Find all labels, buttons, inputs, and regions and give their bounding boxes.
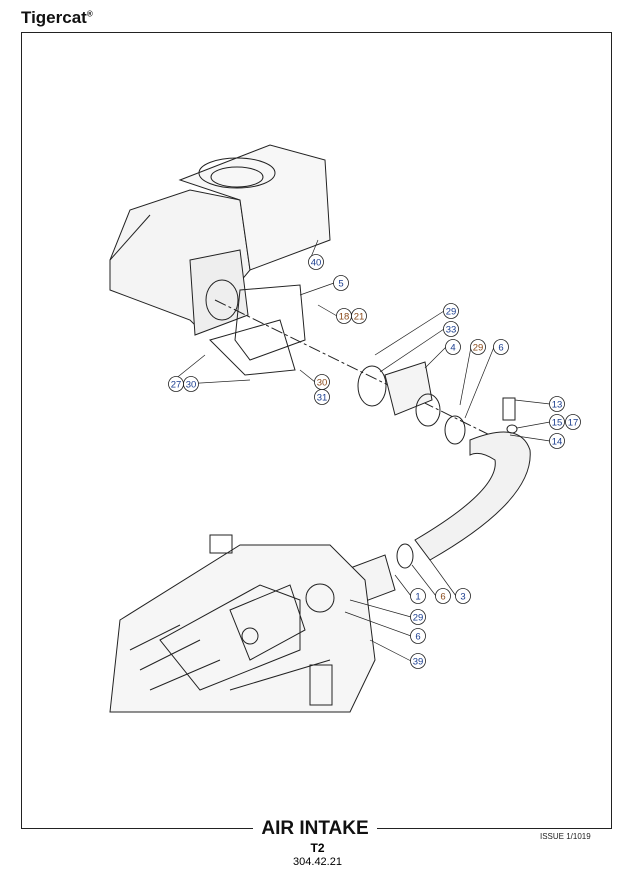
- page-title: AIR INTAKE: [261, 818, 369, 839]
- callout-circle: [351, 308, 367, 324]
- leader-line: [379, 328, 445, 373]
- callout-number: 30: [317, 378, 328, 389]
- callout-number: 29: [413, 613, 424, 624]
- callout-number: 6: [498, 343, 503, 354]
- leader-line: [411, 564, 437, 597]
- callout-number: 39: [413, 657, 424, 668]
- callout-number: 18: [339, 312, 350, 323]
- callout-39: 39: [410, 653, 426, 669]
- callout-circle: [565, 414, 581, 430]
- leader-line: [509, 434, 551, 442]
- issue-label: ISSUE 1/1019: [540, 832, 591, 841]
- callout-number: 6: [440, 592, 445, 603]
- brand-name: Tigercat: [21, 8, 87, 27]
- callout-circle: [549, 396, 565, 412]
- callout-number: 29: [446, 307, 457, 318]
- callout-13: 13: [549, 396, 565, 412]
- leader-line: [299, 369, 316, 383]
- callout-circle: [443, 321, 459, 337]
- callout-number: 40: [311, 258, 322, 269]
- engine: [109, 534, 376, 713]
- leader-line: [424, 346, 447, 369]
- leader-lines: [168, 239, 551, 662]
- callout-33: 33: [443, 321, 459, 337]
- callout-3: 3: [455, 588, 471, 604]
- callout-circle: [410, 628, 426, 644]
- callout-circle: [493, 339, 509, 355]
- callout-circle: [410, 653, 426, 669]
- callout-number: 33: [446, 325, 457, 336]
- callout-number: 27: [171, 380, 182, 391]
- callout-number: 4: [450, 343, 455, 354]
- brand-logo: Tigercat®: [21, 8, 93, 28]
- callout-17: 17: [565, 414, 581, 430]
- callout-circle: [410, 588, 426, 604]
- diagram-frame: [21, 32, 612, 829]
- callout-6: 6: [435, 588, 451, 604]
- callout-number: 14: [552, 437, 563, 448]
- leader-line: [516, 421, 551, 429]
- callout-number: 15: [552, 418, 563, 429]
- callout-30: 30: [314, 374, 330, 390]
- callout-circle: [183, 376, 199, 392]
- air-cleaner-assembly: [109, 144, 331, 376]
- callout-15: 15: [549, 414, 565, 430]
- callout-circle: [410, 609, 426, 625]
- callout-4: 4: [445, 339, 461, 355]
- callout-number: 13: [552, 400, 563, 411]
- callout-29: 29: [470, 339, 486, 355]
- callout-14: 14: [549, 433, 565, 449]
- model-label: T2: [310, 841, 325, 855]
- callout-6: 6: [410, 628, 426, 644]
- callouts: 40 5 18 21 27 30 30 31 29 33 4 29 6 13 15 17 14 1 6 3 29 6 39: [168, 254, 581, 669]
- leader-line: [344, 611, 412, 637]
- callout-number: 17: [568, 418, 579, 429]
- callout-29: 29: [443, 303, 459, 319]
- callout-circle: [470, 339, 486, 355]
- leader-line: [349, 599, 412, 618]
- callout-31: 31: [314, 389, 330, 405]
- leader-line: [317, 304, 338, 317]
- frame-bottom-left: [21, 828, 253, 829]
- callout-6: 6: [493, 339, 509, 355]
- leader-line: [374, 310, 445, 356]
- callout-number: 3: [460, 592, 465, 603]
- registered-mark: ®: [86, 9, 93, 19]
- frame-bottom-right: [377, 828, 611, 829]
- leader-line: [369, 639, 412, 662]
- callout-circle: [549, 433, 565, 449]
- callout-circle: [308, 254, 324, 270]
- callout-27: 27: [168, 376, 184, 392]
- callout-29: 29: [410, 609, 426, 625]
- callout-circle: [435, 588, 451, 604]
- callout-circle: [549, 414, 565, 430]
- callout-circle: [445, 339, 461, 355]
- leader-line: [459, 346, 472, 406]
- callout-18: 18: [336, 308, 352, 324]
- callout-number: 1: [415, 592, 420, 603]
- callout-circle: [455, 588, 471, 604]
- section-code: 304.42.21: [293, 856, 342, 868]
- leader-line: [514, 399, 551, 405]
- callout-30: 30: [183, 376, 199, 392]
- callout-number: 5: [338, 279, 343, 290]
- callout-number: 30: [186, 380, 197, 391]
- leader-line: [464, 346, 495, 419]
- callout-number: 29: [473, 343, 484, 354]
- callout-number: 31: [317, 393, 328, 404]
- callout-circle: [333, 275, 349, 291]
- callout-40: 40: [308, 254, 324, 270]
- callout-circle: [314, 389, 330, 405]
- callout-number: 21: [354, 312, 365, 323]
- callout-5: 5: [333, 275, 349, 291]
- leader-line: [394, 574, 412, 597]
- callout-number: 6: [415, 632, 420, 643]
- callout-21: 21: [351, 308, 367, 324]
- leader-line: [299, 282, 335, 296]
- callout-circle: [443, 303, 459, 319]
- callout-1: 1: [410, 588, 426, 604]
- leader-line: [429, 559, 457, 597]
